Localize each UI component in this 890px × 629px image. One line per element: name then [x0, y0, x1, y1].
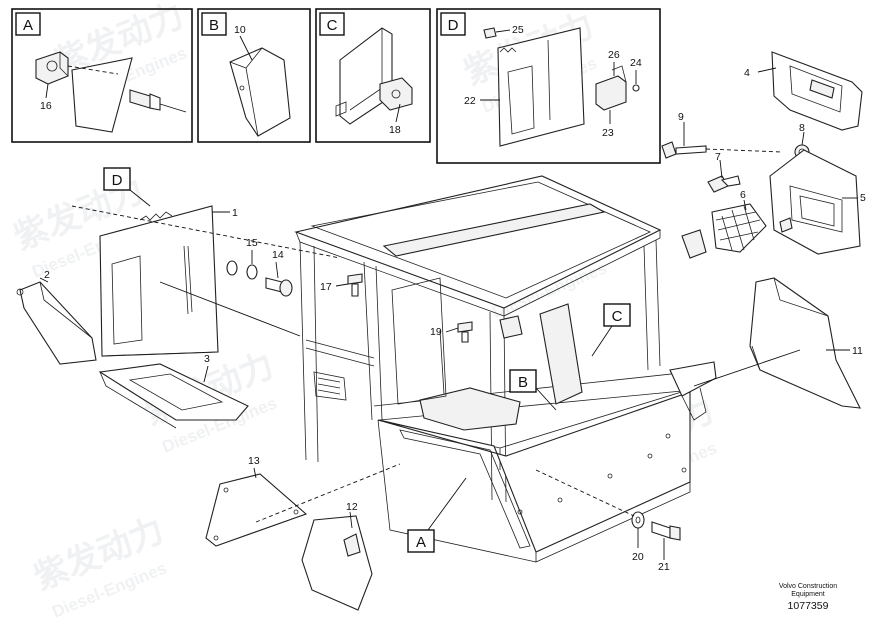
- detail-box-b: B 10: [197, 8, 311, 143]
- cover-12-part: [301, 515, 373, 611]
- callout-1: 1: [232, 207, 238, 219]
- callout-12: 12: [346, 501, 358, 513]
- clip-17-part: [347, 273, 363, 297]
- detail-frame-b: [197, 8, 311, 143]
- bolt-21-part: [651, 521, 681, 541]
- section-tag-a: A: [23, 17, 33, 34]
- section-tag-c-box: [319, 12, 345, 36]
- section-tag-b: B: [209, 17, 219, 34]
- callout-8: 8: [799, 122, 805, 134]
- callout-6: 6: [740, 189, 746, 201]
- side-trim-11-part: [749, 277, 861, 409]
- callout-7: 7: [715, 151, 721, 163]
- clip-19-part: [457, 321, 473, 343]
- callout-13: 13: [248, 455, 260, 467]
- section-tag-b-box: [201, 12, 227, 36]
- knob-7-part: [707, 175, 741, 193]
- section-tag-c2-box: [603, 303, 631, 327]
- section-tag-c: C: [327, 17, 338, 34]
- section-tag-c2: C: [612, 308, 623, 325]
- washer-15-part: [226, 260, 258, 280]
- detail-box-d: D 25 26 24 23 22: [436, 8, 661, 164]
- section-tag-d: D: [448, 17, 459, 34]
- callout-19: 19: [430, 326, 442, 338]
- callout-16: 16: [40, 100, 52, 112]
- panel-sheet-part: [71, 57, 133, 133]
- cab-structure: [294, 175, 717, 563]
- bolt-14-part: [265, 277, 293, 297]
- callout-22: 22: [464, 95, 476, 107]
- detail-frame-a: [11, 8, 193, 143]
- callout-15: 15: [246, 237, 258, 249]
- callout-25: 25: [512, 24, 524, 36]
- callout-24: 24: [630, 57, 642, 69]
- section-tag-a2: A: [416, 534, 426, 551]
- callout-17: 17: [320, 281, 332, 293]
- callout-9: 9: [678, 111, 684, 123]
- detail-frame-d: [436, 8, 661, 164]
- detail-box-a: A 16: [11, 8, 193, 143]
- brand-line-2: Equipment: [791, 591, 825, 598]
- callout-2: 2: [44, 269, 50, 281]
- callout-20: 20: [632, 551, 644, 563]
- bracket-part: [335, 27, 413, 125]
- section-tag-b2: B: [518, 374, 528, 391]
- callout-21: 21: [658, 561, 670, 573]
- trim-panel-4-part: [771, 51, 863, 131]
- screw-part: [129, 89, 187, 113]
- section-tag-d-box: [440, 12, 466, 36]
- knob-9-part: [661, 141, 707, 159]
- callout-14: 14: [272, 249, 284, 261]
- floor-mat-13-part: [205, 473, 308, 547]
- mesh-6-part: [711, 203, 767, 253]
- washer-20-part: [631, 511, 645, 529]
- clip-nut-part: [35, 51, 69, 85]
- callout-26: 26: [608, 49, 620, 61]
- screw-small-part: [632, 84, 640, 92]
- mount-bracket-part: [595, 65, 627, 111]
- drawing-number: 1077359: [787, 600, 829, 612]
- section-tag-d2: D: [112, 172, 123, 189]
- section-tag-d2-box: [103, 167, 131, 191]
- door-panel-5-part: [769, 149, 861, 255]
- side-panel-part: [497, 27, 585, 147]
- section-tag-a2-box: [407, 529, 435, 553]
- callout-4: 4: [744, 67, 750, 79]
- cover-part: [229, 47, 291, 137]
- detail-frame-c: [315, 8, 431, 143]
- callout-18: 18: [389, 124, 401, 136]
- section-tag-b2-box: [509, 369, 537, 393]
- callout-11: 11: [852, 345, 863, 357]
- side-panel-1-part: [99, 205, 219, 357]
- clip-part: [483, 27, 497, 39]
- callout-10: 10: [234, 24, 246, 36]
- detail-box-c: C 18: [315, 8, 431, 143]
- bracket-2-part: [16, 281, 97, 365]
- floor-plate-3-part: [98, 363, 249, 429]
- callout-5: 5: [860, 192, 866, 204]
- callout-3: 3: [204, 353, 210, 365]
- brand-line-1: Volvo Construction: [778, 583, 838, 590]
- section-tag-a-box: [15, 12, 41, 36]
- callout-23: 23: [602, 127, 614, 139]
